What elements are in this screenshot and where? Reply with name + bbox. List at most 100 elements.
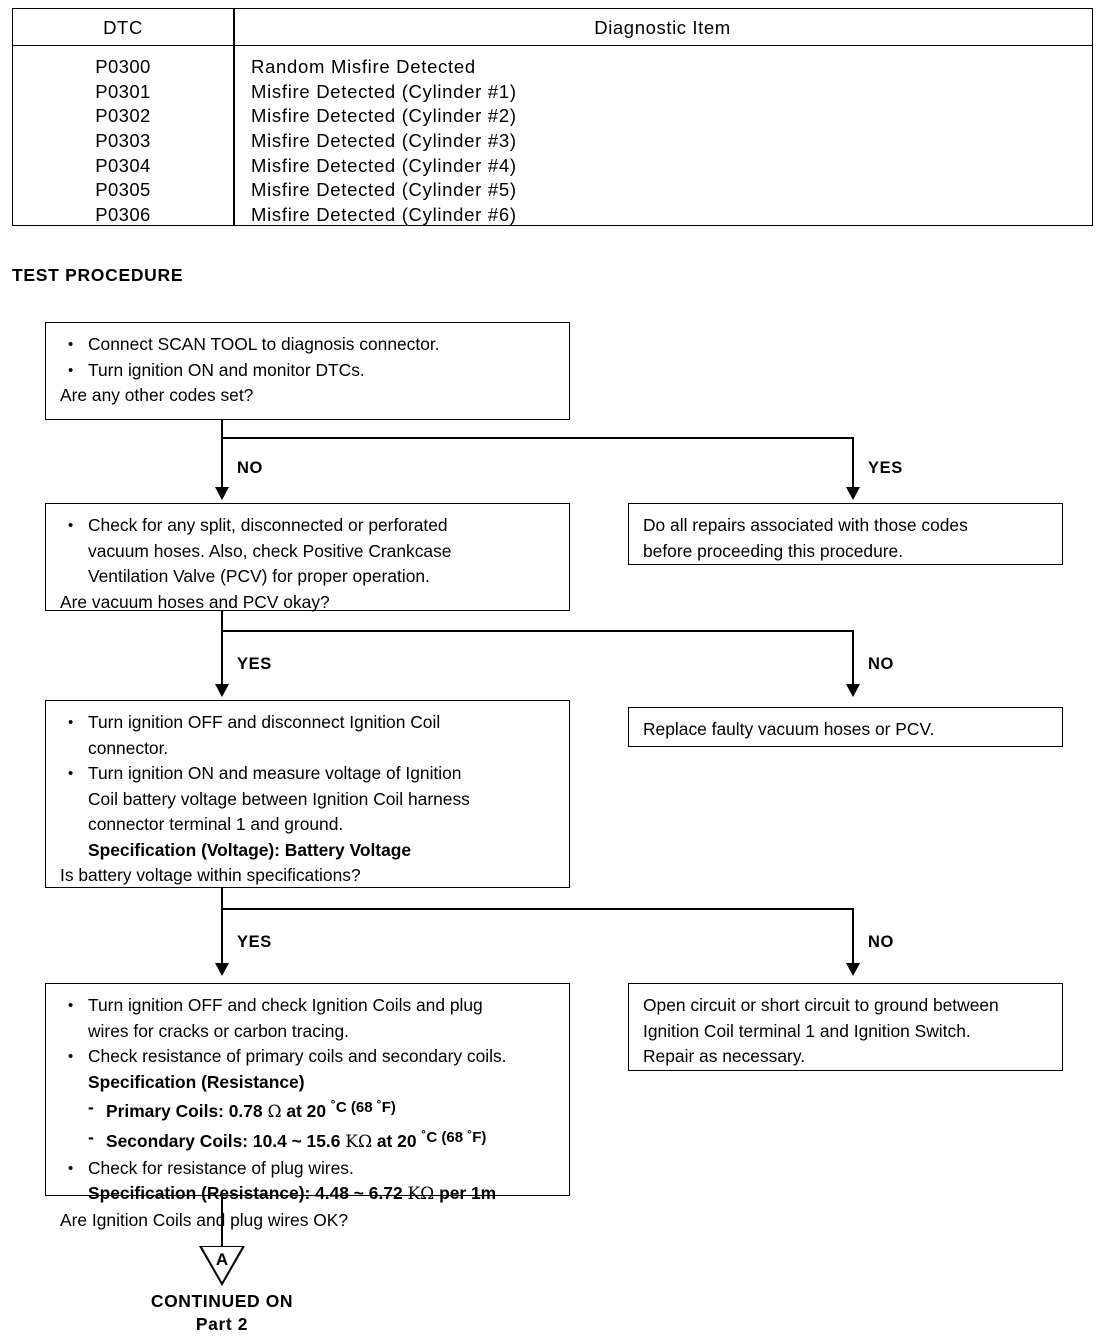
branch-label-no-2: NO [868,655,894,673]
section-title-test-procedure: TEST PROCEDURE [12,265,184,285]
branch-label-yes-3: YES [237,933,272,951]
step3-bullet-1-line-2: connector. [88,737,169,758]
connector-branch2-horizontal [221,630,853,632]
primary-fahrenheit: ˚F) [376,1099,396,1116]
flow-box-step-2: Check for any split, disconnected or per… [45,503,570,612]
secondary-celsius: ˚C (68 [421,1129,468,1147]
step1-bullet-2: Turn ignition ON and monitor DTCs. [58,358,557,384]
table-row: P0306 Misfire Detected (Cylinder #6) [13,203,1092,228]
result2-line-1: Replace faulty vacuum hoses or PCV. [643,719,935,739]
cell-dtc-code: P0306 [95,203,151,225]
cell-dtc-code: P0305 [95,179,151,201]
connector-branch1-right-vertical [852,437,854,491]
kilo-ohm-symbol: KΩ [345,1132,373,1153]
result3-line-3: Repair as necessary. [643,1046,806,1066]
flow-box-step-4: Turn ignition OFF and check Ignition Coi… [45,983,570,1230]
cell-dtc-code: P0301 [95,80,151,102]
primary-label: Primary Coils: 0.78 [106,1100,268,1121]
connector-step4-down [221,1196,223,1246]
step4-bullet-2-line-1: Check resistance of primary coils and se… [58,1044,557,1070]
table-row: P0300 Random Misfire Detected [13,55,1092,80]
secondary-rest: at 20 [372,1131,422,1152]
arrow-branch1-right [845,487,860,500]
arrow-branch3-right [845,963,860,976]
branch-label-no-3: NO [868,933,894,951]
cell-diagnostic-item: Misfire Detected (Cylinder #1) [251,80,517,102]
spec2-prefix: Specification (Resistance): 4.48 ~ 6.72 [88,1183,408,1204]
connector-branch3-left-vertical [221,908,223,966]
step3-bullet-2-line-1: Turn ignition ON and measure voltage of … [58,761,557,787]
kilo-ohm-symbol: KΩ [407,1184,435,1205]
step2-bullet-1-line-2: vacuum hoses. Also, check Positive Crank… [88,540,452,561]
connector-branch2-left-vertical [221,630,223,687]
ohm-symbol: Ω [267,1101,282,1122]
step4-question: Are Ignition Coils and plug wires OK? [60,1209,349,1230]
secondary-label: Secondary Coils: 10.4 ~ 15.6 [106,1131,346,1152]
connector-branch1-left-vertical [221,437,223,491]
cell-dtc-code: P0304 [95,154,151,176]
step1-bullet-1: Connect SCAN TOOL to diagnosis connector… [58,332,557,358]
cell-dtc-code: P0302 [95,105,151,127]
arrow-branch3-left [214,963,229,976]
connector-step1-down [221,420,223,438]
branch-label-no-1: NO [237,459,263,477]
cell-diagnostic-item: Misfire Detected (Cylinder #6) [251,203,517,225]
step3-question: Is battery voltage within specifications… [60,865,361,885]
result1-line-2: before proceeding this procedure. [643,540,904,561]
step2-bullet-1-line-1: Check for any split, disconnected or per… [58,513,557,539]
column-header-dtc: DTC [103,16,143,38]
step4-spec-header: Specification (Resistance) [88,1071,305,1092]
cell-dtc-code: P0303 [95,130,151,152]
dtc-table: DTC Diagnostic Item P0300 Random Misfire… [12,8,1093,226]
flow-box-step-3: Turn ignition OFF and disconnect Ignitio… [45,700,570,888]
cell-dtc-code: P0300 [95,56,151,78]
table-row: P0301 Misfire Detected (Cylinder #1) [13,80,1092,105]
step3-bullet-2-line-3: connector terminal 1 and ground. [88,814,344,834]
flow-box-result-2: Replace faulty vacuum hoses or PCV. [628,707,1063,747]
step4-bullet-1-line-2: wires for cracks or carbon tracing. [88,1020,349,1041]
cell-diagnostic-item: Misfire Detected (Cylinder #2) [251,105,517,127]
flow-box-step-1: Connect SCAN TOOL to diagnosis connector… [45,322,570,420]
table-row: P0303 Misfire Detected (Cylinder #3) [13,129,1092,154]
step3-bullet-1-line-1: Turn ignition OFF and disconnect Ignitio… [58,710,557,736]
step4-bullet-1-line-1: Turn ignition OFF and check Ignition Coi… [58,993,557,1019]
table-row: P0304 Misfire Detected (Cylinder #4) [13,153,1092,178]
primary-celsius: ˚C (68 [330,1099,377,1116]
arrow-branch2-left [214,684,229,697]
step1-question: Are any other codes set? [60,385,254,405]
flow-box-result-1: Do all repairs associated with those cod… [628,503,1063,565]
spec2-suffix: per 1m [434,1183,497,1204]
primary-rest: at 20 [281,1100,331,1121]
result1-line-1: Do all repairs associated with those cod… [643,515,968,535]
branch-label-yes-1: YES [868,459,903,477]
connector-branch1-horizontal [221,437,853,439]
cell-diagnostic-item: Random Misfire Detected [251,56,476,78]
cell-diagnostic-item: Misfire Detected (Cylinder #5) [251,179,517,201]
table-body: P0300 Random Misfire Detected P0301 Misf… [13,46,1092,225]
connector-branch3-right-vertical [852,908,854,966]
arrow-branch1-left [214,487,229,500]
cell-diagnostic-item: Misfire Detected (Cylinder #4) [251,154,517,176]
step2-bullet-1-line-3: Ventilation Valve (PCV) for proper opera… [88,566,430,586]
step4-secondary-coils-spec: Secondary Coils: 10.4 ~ 15.6 KΩ at 20 ˚C… [58,1125,557,1155]
step4-bullet-3: Check for resistance of plug wires. [58,1156,557,1182]
continuation-triangle-fill [202,1247,242,1282]
step2-question: Are vacuum hoses and PCV okay? [60,591,330,612]
step3-specification: Specification (Voltage): Battery Voltage [88,839,412,860]
connector-branch3-horizontal [221,908,853,910]
continued-part-label: Part 2 [195,1314,249,1334]
continued-on-label: CONTINUED ON [150,1291,294,1311]
secondary-fahrenheit: ˚F) [467,1129,487,1147]
table-row: P0305 Misfire Detected (Cylinder #5) [13,178,1092,203]
step3-bullet-2-line-2: Coil battery voltage between Ignition Co… [88,788,470,809]
table-row: P0302 Misfire Detected (Cylinder #2) [13,104,1092,129]
arrow-branch2-right [845,684,860,697]
continuation-marker-letter: A [215,1250,229,1269]
column-header-diagnostic-item: Diagnostic Item [594,16,731,38]
connector-step2-down [221,611,223,631]
cell-diagnostic-item: Misfire Detected (Cylinder #3) [251,130,517,152]
connector-branch2-right-vertical [852,630,854,687]
flow-box-result-3: Open circuit or short circuit to ground … [628,983,1063,1071]
table-header-row: DTC Diagnostic Item [13,9,1092,46]
